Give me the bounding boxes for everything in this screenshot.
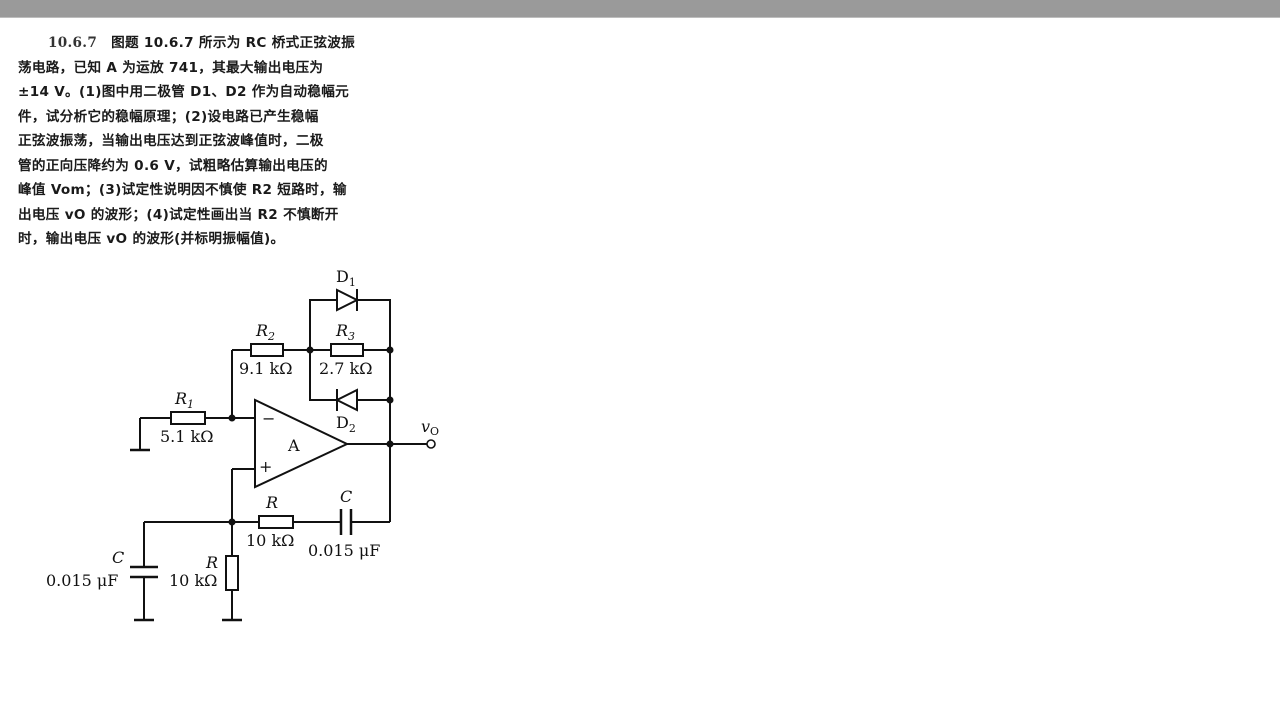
problem-line-3: ±14 V。(1)图中用二极管 D1、D2 作为自动稳幅元 [18,84,349,100]
opamp-minus: − [262,409,275,428]
r-shunt-label: R [205,553,218,572]
problem-line-2: 荡电路，已知 A 为运放 741，其最大输出电压为 [18,59,324,76]
resistor-r2 [250,343,284,357]
resistor-r-shunt [225,555,239,591]
problem-number: 10.6.7 [48,35,98,51]
resistor-r3 [330,343,364,357]
c-series-label: C [340,487,352,506]
opamp-label: A [287,436,300,455]
output-label: vO [421,417,439,438]
r1-label: R1 [174,389,194,411]
r2-label: R2 [255,321,275,343]
opamp-a [254,398,350,489]
resistor-r-series [258,515,294,529]
r3-value: 2.7 kΩ [319,359,373,378]
opamp-plus: + [259,457,272,476]
problem-line-9: 时，输出电压 vO 的波形(并标明振幅值)。 [18,231,285,247]
problem-line-5: 正弦波振荡，当输出电压达到正弦波峰值时，二极 [18,133,324,149]
c-shunt-value: 0.015 μF [46,571,118,590]
top-toolbar-bar [0,0,1280,18]
output-terminal [426,439,436,449]
diode-d1 [309,288,391,350]
r1-value: 5.1 kΩ [160,427,214,446]
c-shunt-label: C [112,548,124,567]
c-series-value: 0.015 μF [308,541,380,560]
d2-label: D2 [336,413,356,435]
resistor-r1 [170,411,206,425]
problem-line-4: 件，试分析它的稳幅原理；(2)设电路已产生稳幅 [18,108,319,125]
problem-line-6: 管的正向压降约为 0.6 V，试粗略估算输出电压的 [18,157,328,174]
r-series-value: 10 kΩ [246,531,294,550]
r3-label: R3 [335,321,355,343]
problem-line-8: 出电压 vO 的波形；(4)试定性画出当 R2 不慎断开 [18,206,339,223]
problem-line-7: 峰值 Vom；(3)试定性说明因不慎使 R2 短路时，输 [18,182,347,198]
d1-label: D1 [336,267,356,289]
r-series-label: R [265,493,278,512]
diode-d2 [309,350,390,412]
r-shunt-value: 10 kΩ [169,571,217,590]
r2-value: 9.1 kΩ [239,359,293,378]
